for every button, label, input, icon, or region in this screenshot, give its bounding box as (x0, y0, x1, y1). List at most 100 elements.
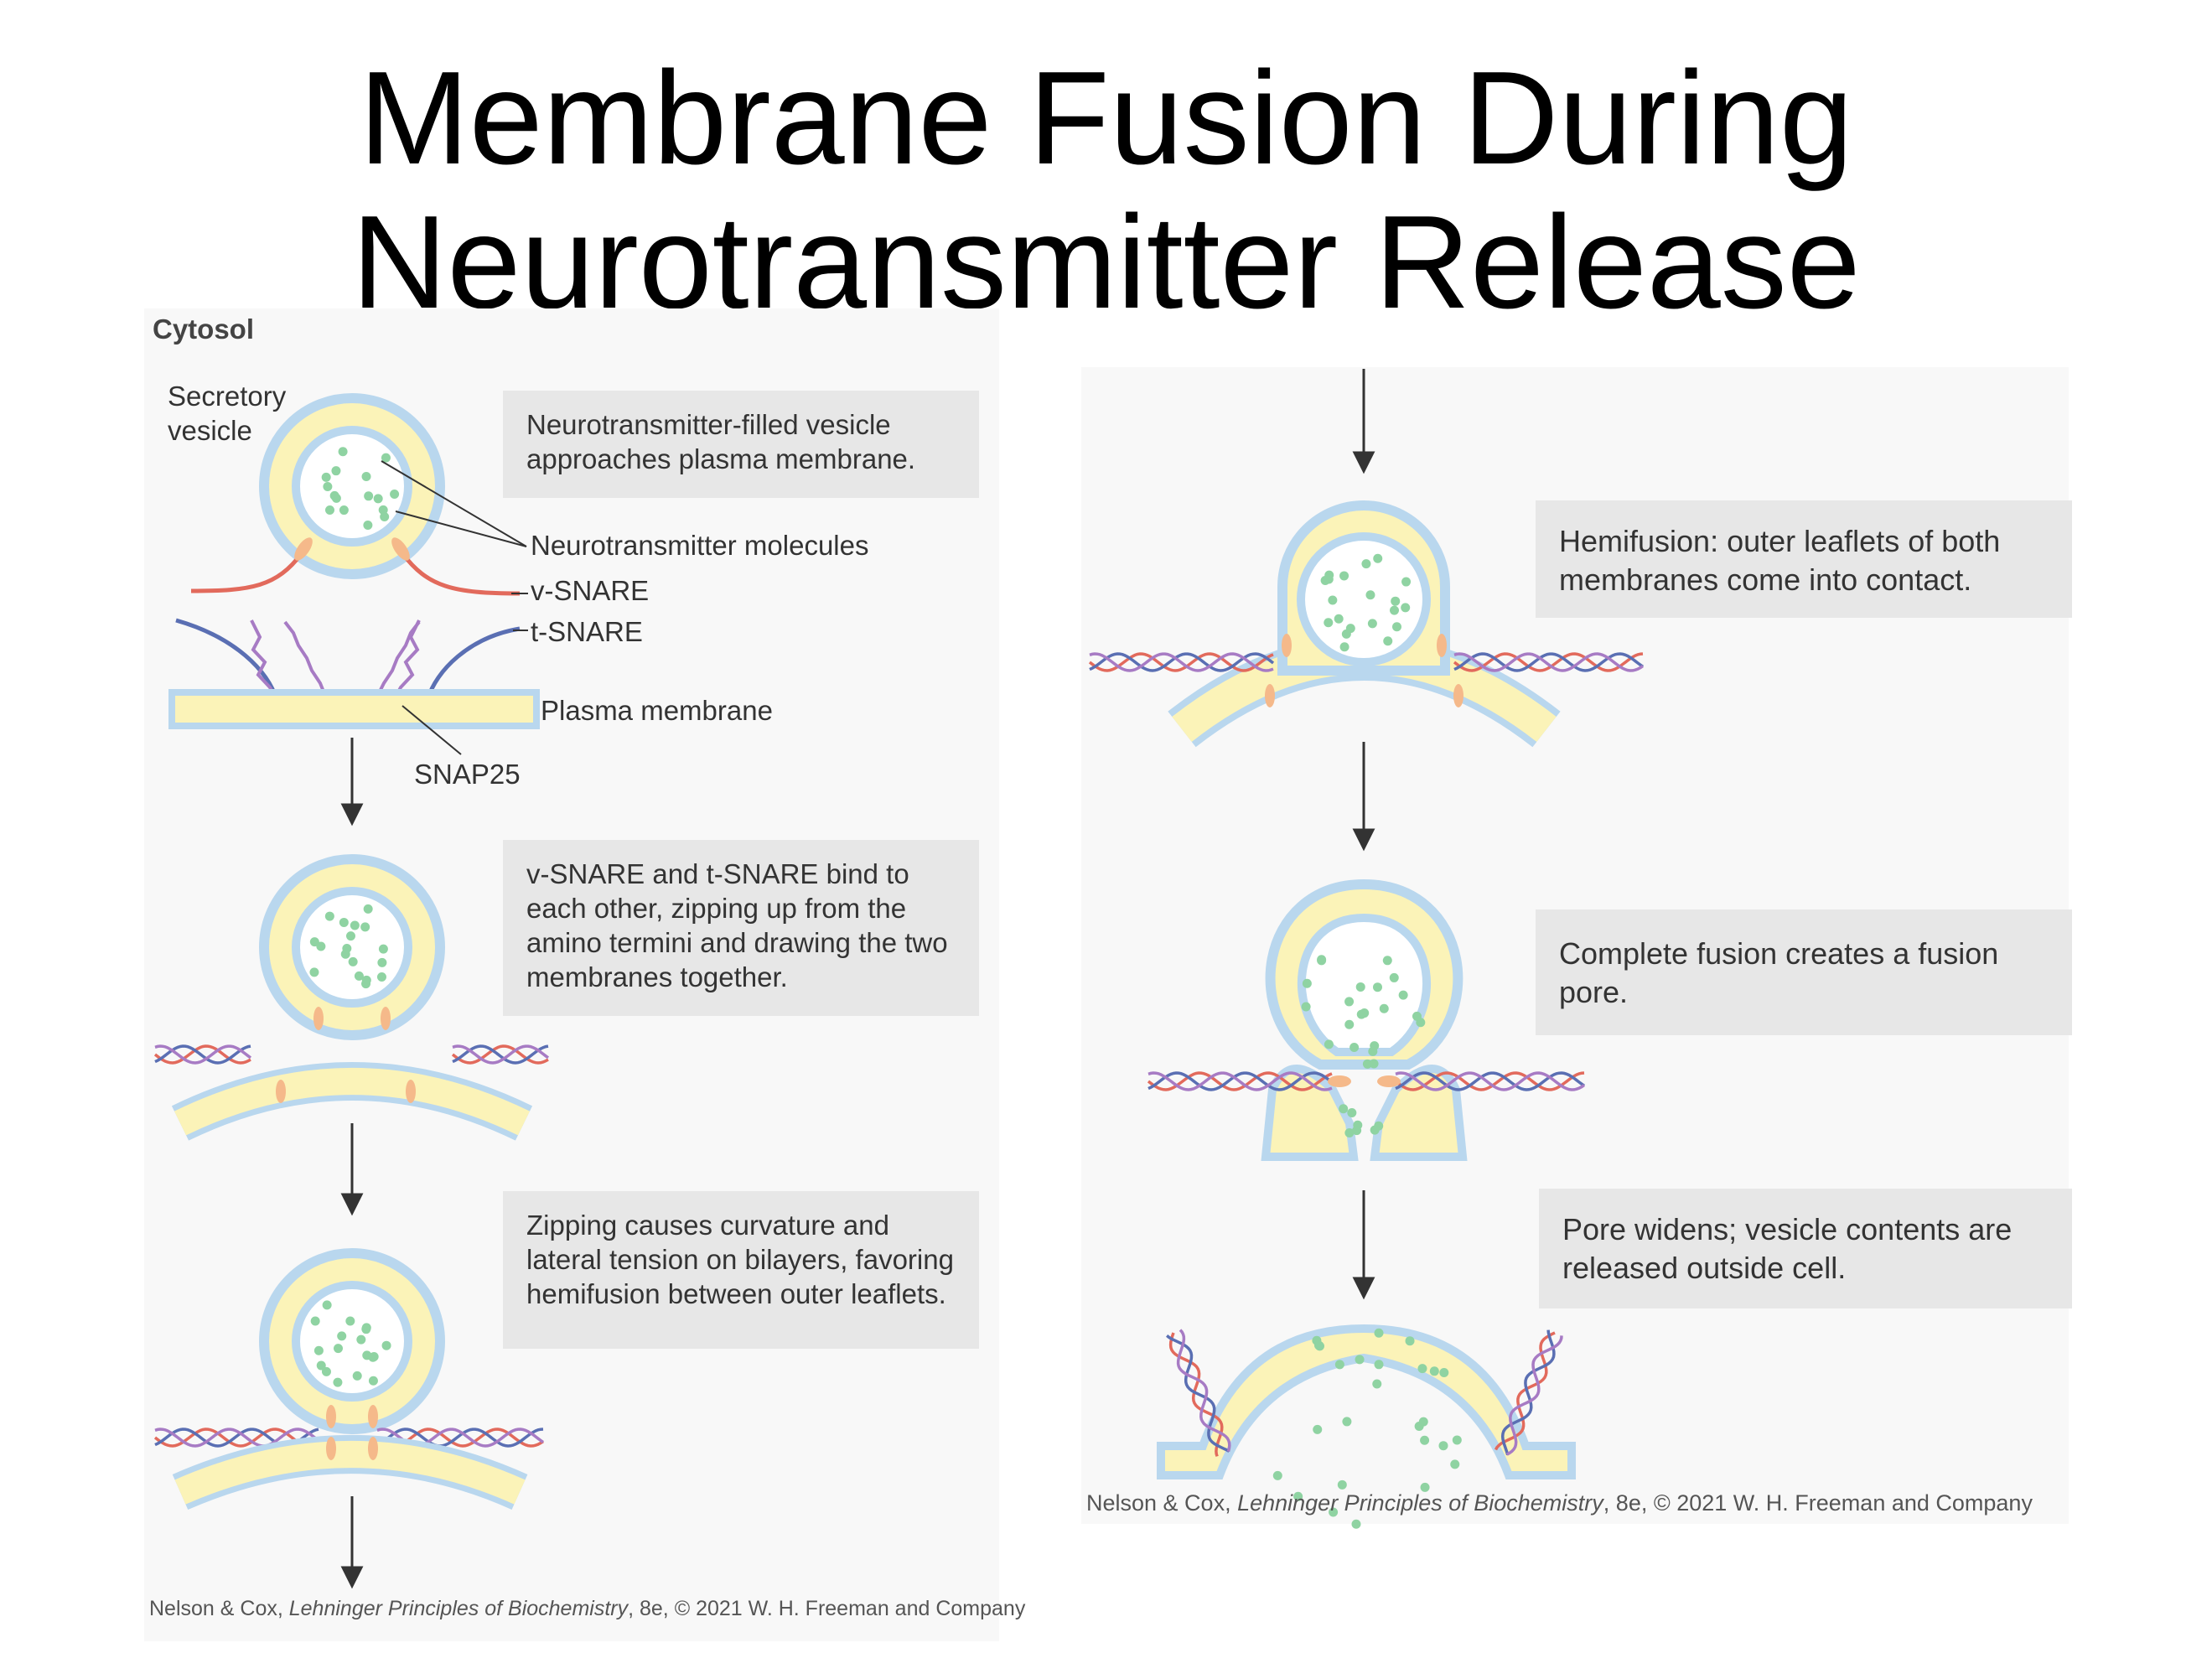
neurotransmitter-dot (1351, 1519, 1361, 1529)
neurotransmitter-dot (329, 490, 339, 500)
step2-neurotransmitter-dots (309, 904, 388, 989)
snare-strand (1395, 1071, 1586, 1091)
step3-plasma-membrane (172, 1435, 528, 1510)
caption-step-6: Pore widens; vesicle contents are releas… (1539, 1189, 2072, 1308)
caption-step-1: Neurotransmitter-filled vesicle approach… (503, 391, 979, 498)
neurotransmitter-dot (364, 491, 374, 501)
neurotransmitter-dot (321, 472, 331, 482)
neurotransmitter-dot (1429, 1366, 1439, 1376)
snare-strand (1166, 1334, 1230, 1453)
credit-left-book: Lehninger Principles of Biochemistry (288, 1597, 629, 1620)
neurotransmitter-dot (1339, 1104, 1349, 1114)
snare-strand (452, 1044, 550, 1065)
neurotransmitter-dot (1438, 1441, 1448, 1451)
step4-hemifusion (1168, 500, 1561, 748)
neurotransmitter-dot (1390, 605, 1400, 615)
step6-released-dots (1272, 1328, 1462, 1529)
neurotransmitter-dot (1334, 1360, 1344, 1370)
step2-anchors (276, 1007, 416, 1103)
step5-anchors (1328, 1075, 1401, 1087)
neurotransmitter-dot (376, 972, 386, 982)
credit-left: Nelson & Cox, Lehninger Principles of Bi… (149, 1597, 1025, 1621)
credit-left-rest: , 8e, © 2021 W. H. Freeman and Company (628, 1597, 1026, 1620)
neurotransmitter-dot (309, 967, 319, 977)
neurotransmitter-dot (333, 1377, 343, 1387)
snare-strand (153, 1044, 251, 1065)
credit-right: Nelson & Cox, Lehninger Principles of Bi… (1086, 1490, 2033, 1516)
neurotransmitter-dot (1361, 559, 1371, 569)
neurotransmitter-dot (323, 482, 333, 492)
neurotransmitter-dot (1324, 1039, 1334, 1049)
neurotransmitter-dot (1379, 1003, 1389, 1013)
label-cytosol: Cytosol (153, 314, 255, 345)
neurotransmitter-dot (1324, 618, 1334, 628)
neurotransmitter-dot (1329, 1507, 1339, 1517)
label-v-snare: v-SNARE (531, 575, 650, 606)
neurotransmitter-dot (1301, 1002, 1311, 1012)
neurotransmitter-dot (1383, 636, 1393, 646)
neurotransmitter-dot (1334, 614, 1344, 624)
snare-strand (1505, 1335, 1563, 1456)
neurotransmitter-dot (1414, 1421, 1424, 1431)
neurotransmitter-dot (348, 956, 358, 966)
step1-plasma-membrane (168, 689, 540, 729)
neurotransmitter-dot (1313, 1424, 1323, 1434)
neurotransmitter-dot (1412, 1011, 1422, 1021)
neurotransmitter-dot (1439, 1368, 1449, 1378)
snare-strand (154, 1044, 252, 1065)
credit-right-rest: , 8e, © 2021 W. H. Freeman and Company (1603, 1490, 2033, 1516)
neurotransmitter-dot (1370, 1125, 1380, 1135)
neurotransmitter-dot (377, 957, 387, 967)
neurotransmitter-dot (1328, 595, 1338, 605)
neurotransmitter-dot (1367, 619, 1377, 629)
neurotransmitter-dot (373, 494, 383, 504)
neurotransmitter-dot (1344, 997, 1355, 1007)
neurotransmitter-dot (1293, 1491, 1303, 1501)
step6-snare-left (1166, 1329, 1231, 1457)
neurotransmitter-dot (1339, 642, 1349, 652)
neurotransmitter-dot (378, 505, 388, 515)
step3-neurotransmitter-dots (310, 1300, 391, 1387)
neurotransmitter-dot (333, 1344, 343, 1354)
neurotransmitter-dot (1389, 972, 1399, 982)
neurotransmitter-dot (1368, 1046, 1378, 1056)
neurotransmitter-dot (361, 1323, 371, 1333)
neurotransmitter-dot (345, 931, 355, 941)
neurotransmitter-dot (331, 466, 341, 476)
caption-step-4: Hemifusion: outer leaflets of both membr… (1536, 500, 2072, 618)
neurotransmitter-dot (1372, 1379, 1382, 1389)
label-secretory-vesicle-line1: Secretory (168, 381, 287, 412)
neurotransmitter-dot (1355, 982, 1365, 992)
neurotransmitter-dot (350, 920, 360, 930)
neurotransmitter-dot (1349, 1042, 1360, 1052)
neurotransmitter-dot (339, 505, 349, 516)
snare-strand (1147, 1071, 1333, 1091)
step5-neurotransmitter-dots (1301, 955, 1426, 1069)
step6-snare-right (1494, 1329, 1563, 1456)
neurotransmitter-dot (1373, 553, 1383, 563)
caption-step-3: Zipping causes curvature and lateral ten… (503, 1191, 979, 1349)
neurotransmitter-dot (1391, 596, 1401, 606)
neurotransmitter-dot (354, 971, 364, 981)
snare-strand (1453, 652, 1644, 672)
neurotransmitter-dot (1372, 982, 1382, 992)
caption-step-5: Complete fusion creates a fusion pore. (1536, 909, 2072, 1035)
step4-anchors (1265, 634, 1463, 707)
neurotransmitter-dot (345, 1316, 355, 1326)
neurotransmitter-dot (316, 941, 326, 951)
step5-fusion-pore (1261, 878, 1468, 1161)
neurotransmitter-dot (1324, 574, 1334, 584)
snare-strand (154, 1428, 320, 1448)
snare-strand (1088, 652, 1274, 672)
neurotransmitter-dot (361, 472, 371, 482)
neurotransmitter-dot (325, 505, 335, 515)
neurotransmitter-dot (324, 911, 334, 921)
credit-left-authors: Nelson & Cox, (149, 1597, 289, 1620)
neurotransmitter-dot (1365, 590, 1375, 600)
neurotransmitter-dot (313, 1345, 324, 1355)
neurotransmitter-dot (1450, 1459, 1460, 1469)
neurotransmitter-dot (390, 490, 400, 500)
snare-strand (1168, 1332, 1224, 1457)
snare-strand (1395, 1071, 1585, 1091)
neurotransmitter-dot (340, 949, 350, 959)
